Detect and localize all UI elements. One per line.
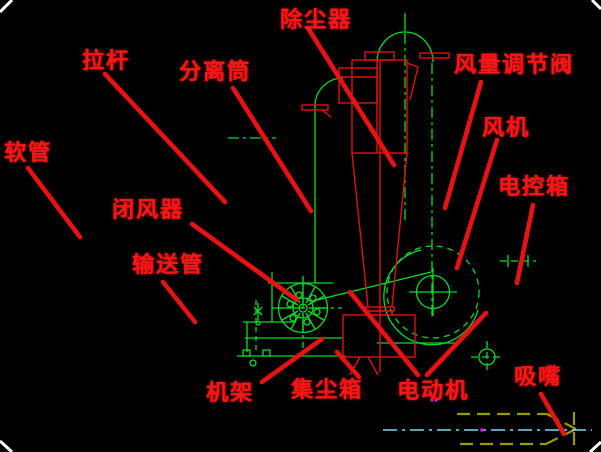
pipe-flange-right [419, 52, 450, 59]
frame-stand [237, 272, 345, 367]
dust-box [342, 314, 416, 358]
leader-electric-control-box [514, 202, 536, 286]
leader-suction-nozzle [538, 391, 567, 437]
dome-outlet [376, 13, 434, 63]
label-electric-motor: 电动机 [397, 379, 470, 404]
label-frame: 机架 [206, 381, 255, 406]
fan-assembly [377, 245, 480, 346]
cyclone-separator [301, 51, 450, 376]
leader-electric-motor-right [424, 310, 489, 378]
rotary-airlock-wheel [277, 271, 432, 334]
label-hose: 软管 [4, 141, 53, 166]
label-separator-cylinder: 分离筒 [179, 60, 252, 85]
leader-hose [25, 165, 83, 240]
label-suction-nozzle: 吸嘴 [514, 365, 563, 390]
leader-electric-motor-left [347, 289, 421, 378]
label-air-volume-valve: 风量调节阀 [454, 53, 575, 78]
leader-air-lock [189, 221, 300, 303]
leader-air-volume-valve [442, 79, 484, 211]
label-conveying-pipe: 输送管 [132, 253, 205, 278]
leader-frame [259, 336, 325, 385]
suction-nozzle-sketch [383, 398, 592, 448]
label-pull-rod: 拉杆 [82, 49, 131, 74]
left-pipe [314, 77, 344, 283]
pipe-flange-left [301, 104, 329, 111]
leader-separator-cylinder [230, 85, 314, 214]
leader-fan [454, 137, 500, 271]
leader-lines [25, 25, 567, 437]
label-electric-control-box: 电控箱 [498, 175, 571, 200]
center-lines [228, 33, 433, 348]
label-dust-collection-box: 集尘箱 [291, 378, 364, 403]
leader-dust-collector [305, 25, 397, 168]
leader-conveying-pipe [160, 279, 198, 325]
label-fan: 风机 [482, 116, 531, 141]
label-dust-collector: 除尘器 [280, 8, 353, 33]
leader-dust-collection-box [334, 349, 362, 380]
leader-pull-rod [102, 71, 228, 205]
datum-markers [471, 255, 536, 373]
label-air-lock: 闭风器 [112, 198, 185, 223]
green-linework [228, 13, 536, 373]
